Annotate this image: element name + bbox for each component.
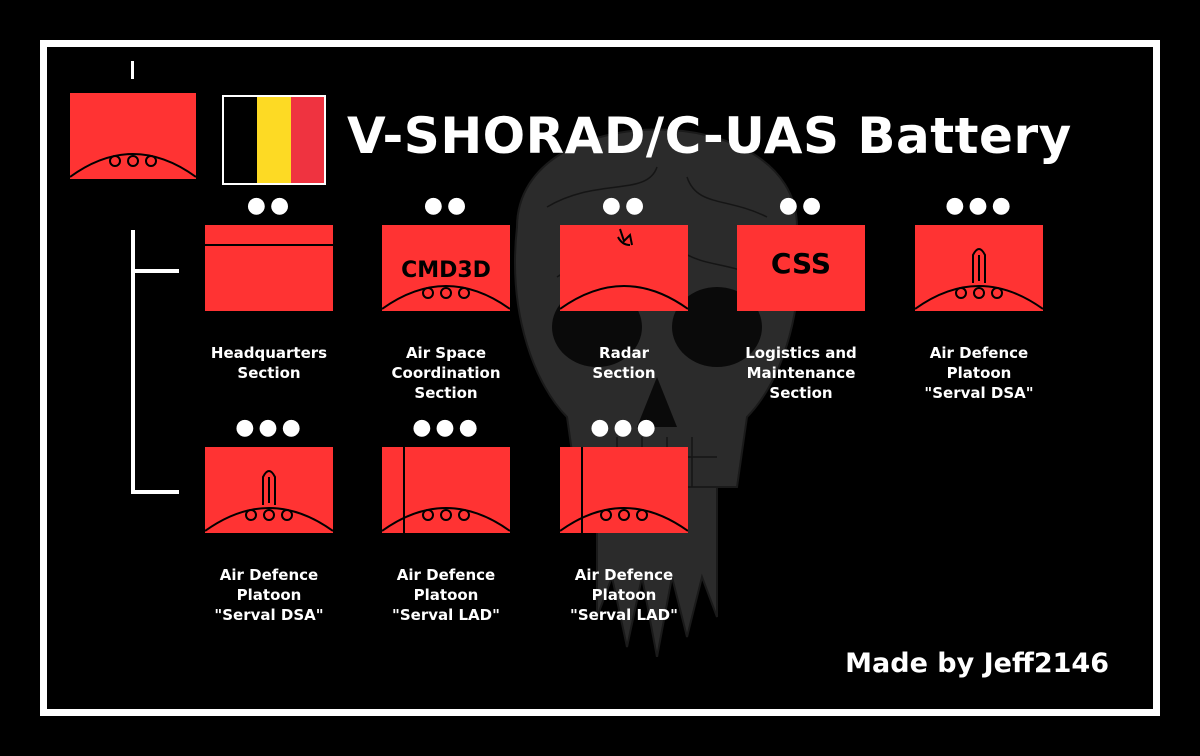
echelon-mark: ●●● <box>945 193 1015 218</box>
caption-line: Air Defence <box>219 566 319 584</box>
logistics-icon: CSS <box>737 225 865 311</box>
caption-line: Radar <box>599 344 649 362</box>
air-defence-gun-icon <box>560 447 688 533</box>
caption-line: Maintenance <box>746 364 856 382</box>
caption-line: "Serval LAD" <box>392 606 500 624</box>
caption-line: Air Defence <box>396 566 496 584</box>
unit-inner-text: CSS <box>771 247 831 280</box>
parent-unit-symbol <box>69 93 197 179</box>
caption-line: Section <box>237 364 301 382</box>
unit-7: ●●● <box>382 413 512 533</box>
unit-8: ●●● <box>560 413 690 533</box>
caption-line: Platoon <box>413 586 479 604</box>
echelon-mark: ●●● <box>590 415 660 440</box>
echelon-mark: ●● <box>246 193 294 218</box>
caption-line: "Serval DSA" <box>924 384 1034 402</box>
hierarchy-trunk-line <box>131 230 135 494</box>
caption-line: Section <box>414 384 478 402</box>
caption-line: Platoon <box>946 364 1012 382</box>
radar-icon <box>560 225 688 311</box>
unit-6: ●●● <box>205 413 335 533</box>
echelon-mark: ●● <box>601 193 649 218</box>
caption-line: Platoon <box>236 586 302 604</box>
caption-line: Section <box>592 364 656 382</box>
caption-line: Section <box>769 384 833 402</box>
headquarters-icon <box>205 225 333 311</box>
unit-3: ●● <box>560 191 690 311</box>
caption-line: Logistics and <box>745 344 857 362</box>
caption-line: Platoon <box>591 586 657 604</box>
belgium-flag-icon <box>222 95 326 185</box>
echelon-mark: ●● <box>778 193 826 218</box>
caption-line: Coordination <box>391 364 501 382</box>
caption-line: Air Space <box>405 344 487 362</box>
unit-inner-text: CMD3D <box>401 258 491 283</box>
echelon-mark: ●●● <box>412 415 482 440</box>
air-defence-battery-icon <box>69 93 197 179</box>
unit-5: ●●● <box>915 191 1045 311</box>
air-defence-gun-icon <box>382 447 510 533</box>
caption-line: Headquarters <box>210 344 328 362</box>
diagram-title: V-SHORAD/C-UAS Battery <box>347 107 1072 165</box>
caption-line: Air Defence <box>929 344 1029 362</box>
connector-row-1 <box>131 269 179 273</box>
air-defence-missile-icon <box>205 447 333 533</box>
credit-text: Made by Jeff2146 <box>845 648 1109 679</box>
caption-line: Air Defence <box>574 566 674 584</box>
echelon-mark: ●●● <box>235 415 305 440</box>
unit-4: ●● CSS <box>737 191 867 311</box>
unit-2: ●● CMD3D <box>382 191 512 311</box>
caption-line: "Serval LAD" <box>570 606 678 624</box>
air-space-coordination-icon: CMD3D <box>382 225 510 311</box>
connector-row-2 <box>131 490 179 494</box>
unit-1: ●● <box>205 191 335 311</box>
air-defence-missile-icon <box>915 225 1043 311</box>
parent-echelon-mark <box>131 61 134 79</box>
echelon-mark: ●● <box>423 193 471 218</box>
caption-line: "Serval DSA" <box>214 606 324 624</box>
